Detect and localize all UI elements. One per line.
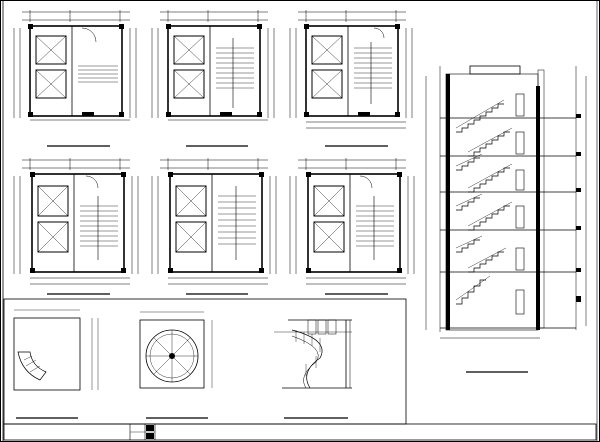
stair-plan-5 bbox=[151, 158, 277, 285]
spiral-detail-1 bbox=[13, 309, 99, 391]
stair-plan-4 bbox=[13, 158, 139, 285]
spiral-elevation-detail bbox=[274, 319, 352, 389]
stair-section bbox=[425, 65, 587, 339]
stair-plan-2 bbox=[151, 10, 275, 121]
title-block bbox=[3, 423, 597, 441]
stair-plan-3 bbox=[289, 10, 413, 129]
spiral-detail-2 bbox=[139, 311, 213, 389]
stair-plan-6 bbox=[289, 158, 415, 285]
stair-plan-1 bbox=[13, 10, 137, 121]
